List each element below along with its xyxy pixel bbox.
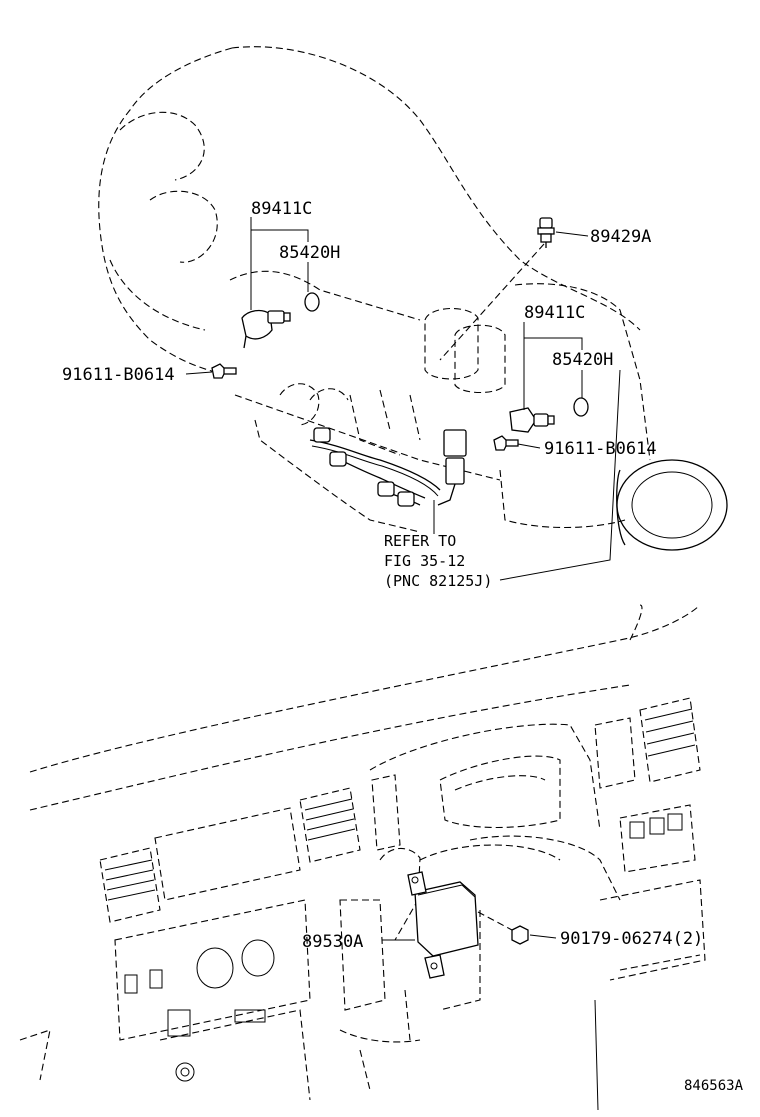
harness-connector-1-icon <box>313 427 331 443</box>
bolt-left-icon <box>211 363 237 379</box>
harness-connector-3-icon <box>377 481 395 497</box>
wiring-harness <box>309 427 467 507</box>
pressure-switch-icon <box>537 217 555 248</box>
label-85420h-right: 85420H <box>552 350 613 370</box>
label-90179: 90179-06274(2) <box>560 929 703 949</box>
label-85420h-top: 85420H <box>279 243 340 263</box>
label-91611-left: 91611-B0614 <box>62 365 175 385</box>
speed-sensor-left-icon <box>241 309 291 349</box>
refer-line-2: FIG 35-12 <box>384 552 465 570</box>
o-ring-left-icon <box>304 292 320 312</box>
label-89530a: 89530A <box>302 932 363 952</box>
refer-line-3: (PNC 82125J) <box>384 572 492 590</box>
harness-main-connector-icon <box>443 429 467 457</box>
label-89411c-right: 89411C <box>524 303 585 323</box>
leader-lines-bottom <box>382 911 557 941</box>
instrument-panel <box>19 604 706 1111</box>
harness-connector-2-icon <box>329 451 347 467</box>
diagram-code: 846563A <box>684 1078 744 1094</box>
label-89411c-top: 89411C <box>251 199 312 219</box>
transmission-housing <box>98 46 728 551</box>
leader-lines-top <box>185 217 621 581</box>
o-ring-right-icon <box>573 397 589 417</box>
refer-line-1: REFER TO <box>384 532 456 550</box>
harness-connector-4-icon <box>397 491 415 507</box>
nut-icon <box>511 925 529 945</box>
label-91611-right: 91611-B0614 <box>544 439 657 459</box>
control-unit-icon <box>407 871 479 979</box>
label-89429a: 89429A <box>590 227 651 247</box>
speed-sensor-right-icon <box>509 407 555 433</box>
bolt-right-icon <box>493 435 519 451</box>
